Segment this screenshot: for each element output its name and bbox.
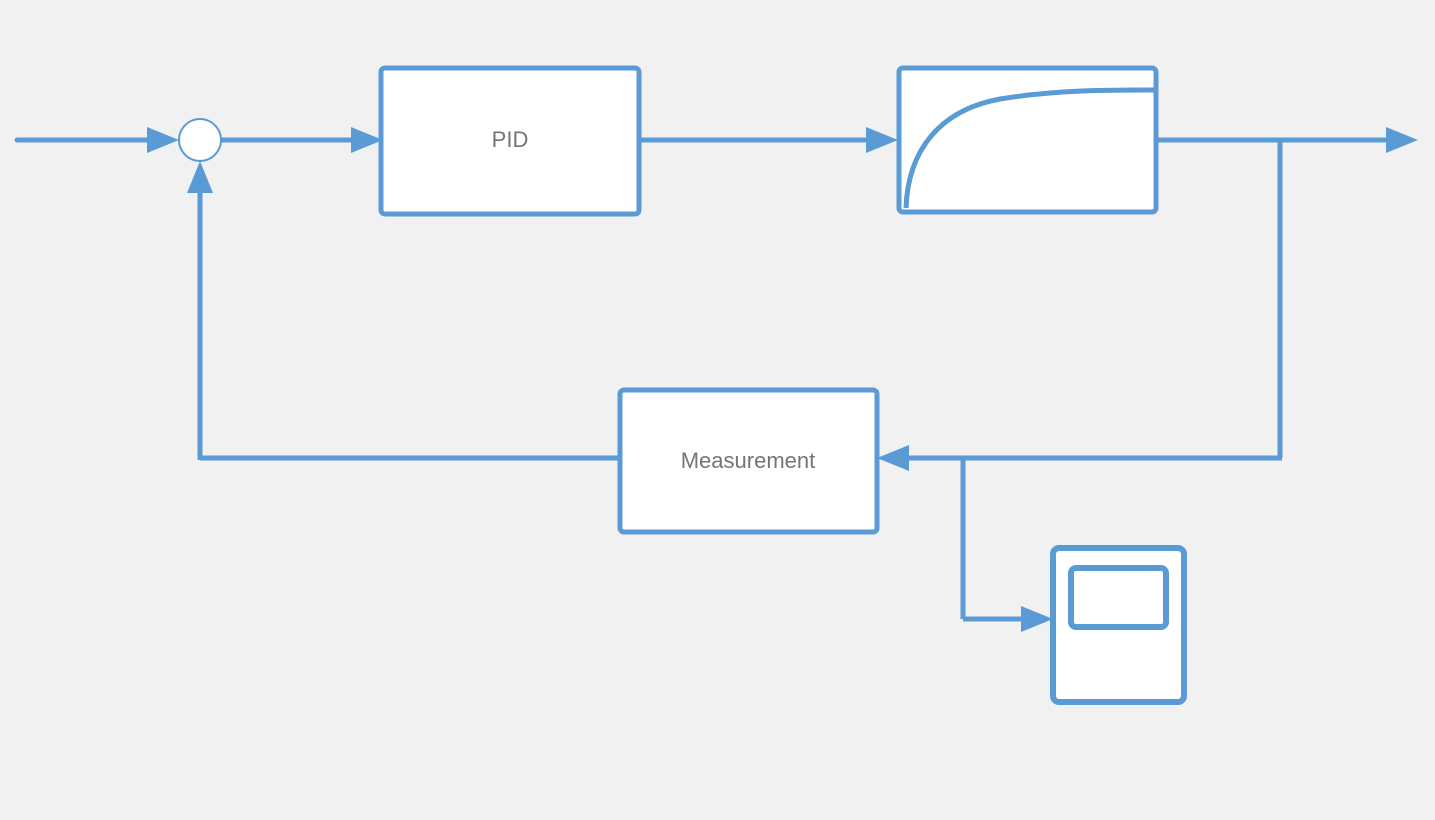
connection-layer [14,137,1388,622]
feedback-to-measurement-arrowhead [877,445,909,471]
measurement-block[interactable]: Measurement [617,387,880,535]
pid-block-label: PID [492,127,529,152]
display-screen-icon [1068,565,1169,630]
setpoint-input-arrowhead [147,127,179,153]
measurement-feedback-arrowhead [187,161,213,193]
process-output-arrowhead [1386,127,1418,153]
step-response-curve-icon [903,87,1155,209]
control-signal-arrowhead [866,127,898,153]
display-block[interactable] [1050,545,1187,705]
measurement-block-label: Measurement [681,448,816,473]
plant-block[interactable] [896,65,1159,215]
error-signal-arrowhead [351,127,383,153]
pid-block-body[interactable] [378,65,642,217]
measurement-block-body[interactable] [617,387,880,535]
pid-block[interactable]: PID [378,65,642,217]
summing-junction[interactable] [178,118,222,162]
display-input-arrowhead [1021,606,1053,632]
summing-junction-circle[interactable] [178,118,222,162]
plant-block-body[interactable] [896,65,1159,215]
arrowhead-layer [147,127,1418,632]
